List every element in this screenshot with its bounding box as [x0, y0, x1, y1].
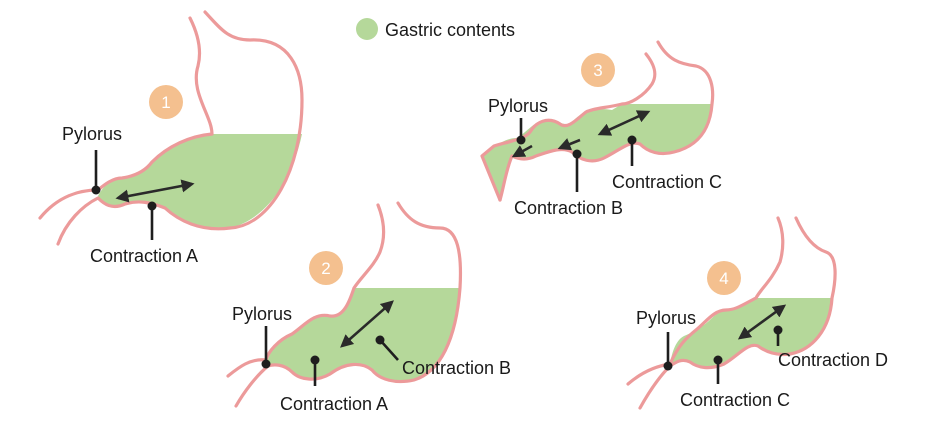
stomach-wall	[498, 40, 715, 202]
pylorus-label: Pylorus	[62, 124, 122, 144]
stomach-wall	[638, 216, 837, 410]
pylorus-pointer	[516, 118, 526, 145]
legend-swatch	[356, 18, 378, 40]
gastric-contents	[98, 134, 302, 229]
stomach-wall	[480, 52, 657, 202]
step-number: 3	[593, 61, 602, 80]
contraction-label: Contraction D	[778, 350, 888, 370]
stomach-wall	[234, 201, 463, 408]
contraction-label: Contraction C	[680, 390, 790, 410]
pylorus-label: Pylorus	[488, 96, 548, 116]
contraction-pointer	[310, 355, 320, 386]
legend: Gastric contents	[356, 18, 515, 40]
step-number: 4	[719, 269, 728, 288]
arrow-double	[737, 304, 787, 340]
contraction-pointer	[773, 325, 783, 346]
step-number: 1	[161, 93, 170, 112]
legend-label: Gastric contents	[385, 20, 515, 40]
contraction-pointer	[713, 355, 723, 384]
step-badge: 3	[581, 53, 615, 87]
contraction-label: Contraction A	[90, 246, 198, 266]
arrow-left	[511, 144, 533, 158]
contraction-pointer	[375, 335, 399, 361]
arrow-left	[557, 138, 581, 151]
step-badge: 4	[707, 261, 741, 295]
contraction-label: Contraction B	[514, 198, 623, 218]
pylorus-pointer	[91, 150, 101, 195]
pylorus-pointer	[663, 332, 673, 371]
panel-3: Pylorus Contraction B Contraction C 3	[480, 40, 722, 218]
pylorus-pointer	[261, 326, 271, 369]
panel-2: Pylorus Contraction A Contraction B 2	[226, 201, 511, 414]
contraction-label: Contraction B	[402, 358, 511, 378]
gastric-contents	[482, 104, 712, 200]
step-number: 2	[321, 259, 330, 278]
panel-4: Pylorus Contraction C Contraction D 4	[626, 216, 888, 410]
pylorus-label: Pylorus	[636, 308, 696, 328]
contraction-pointer	[572, 149, 582, 192]
contraction-label: Contraction C	[612, 172, 722, 192]
arrow-double	[115, 179, 195, 203]
arrow-double	[597, 110, 651, 136]
step-badge: 1	[149, 85, 183, 119]
arrow-double	[340, 300, 394, 348]
panel-1: Pylorus Contraction A 1	[38, 10, 304, 266]
contraction-label: Contraction A	[280, 394, 388, 414]
contraction-pointer	[627, 135, 637, 166]
pylorus-label: Pylorus	[232, 304, 292, 324]
step-badge: 2	[309, 251, 343, 285]
stomach-wall	[56, 10, 304, 246]
contraction-pointer	[147, 201, 157, 240]
